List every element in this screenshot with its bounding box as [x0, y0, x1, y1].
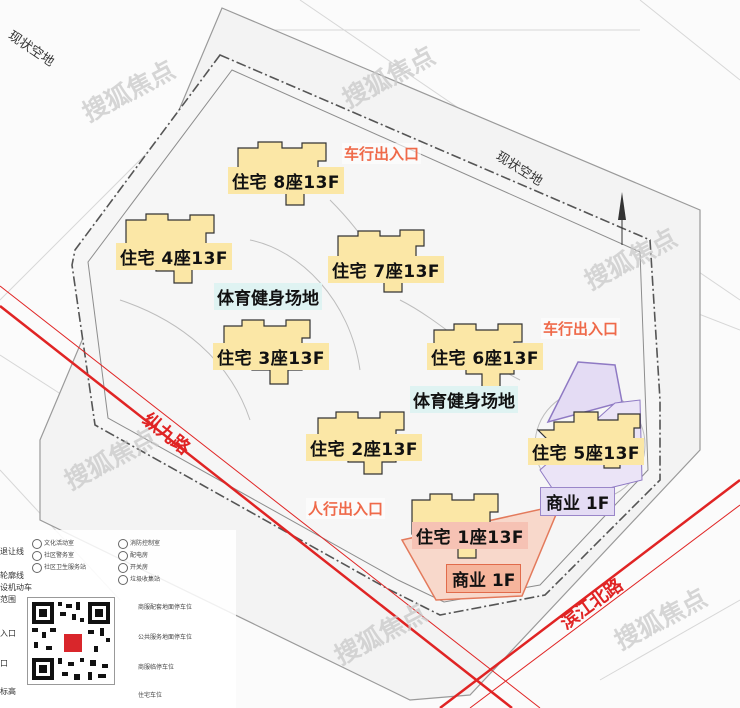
legend-side-text: 标高 [0, 687, 16, 696]
legend-item: 社区卫生服务站 [32, 562, 86, 573]
building-label-5: 住宅 5座13F [528, 438, 645, 465]
sports-area-label: 体育健身场地 [410, 386, 518, 413]
legend-side-text: 范围 [0, 595, 16, 604]
legend-item: 消防控制室 [118, 538, 160, 549]
legend-parking-item: 商服配套地面停车位 [138, 604, 193, 611]
pedestrian-entrance-label: 人行出入口 [306, 498, 386, 519]
vehicle-entrance-label: 车行出入口 [342, 143, 422, 164]
legend-item: 开关房 [118, 562, 148, 573]
legend-item: 配电房 [118, 550, 148, 561]
commercial-label-violet: 商业 1F [540, 487, 616, 516]
commercial-label-orange: 商业 1F [446, 564, 522, 593]
qr-pattern [32, 602, 110, 680]
north-arrow [618, 192, 626, 245]
legend-side-text: 退让线 [0, 547, 24, 556]
inner-fire-lane [87, 69, 649, 603]
legend-item: 文化活动室 [32, 538, 74, 549]
building-label-4: 住宅 4座13F [116, 243, 233, 270]
legend-side-text: 入口 [0, 629, 16, 638]
legend-side-text: 口 [0, 659, 8, 668]
qr-code[interactable] [27, 597, 115, 685]
building-label-8: 住宅 8座13F [228, 167, 345, 194]
building-label-7: 住宅 7座13F [328, 256, 445, 283]
legend-side-text: 轮廓线 [0, 571, 24, 580]
vehicle-entrance-label: 车行出入口 [541, 318, 621, 339]
legend-parking-item: 公共服务地面停车位 [138, 634, 193, 641]
building-label-6: 住宅 6座13F [427, 343, 544, 370]
sports-area-label: 体育健身场地 [214, 283, 322, 310]
legend-side-text: 设机动车 [0, 583, 32, 592]
qr-logo-badge [62, 632, 84, 654]
road-centerlines [0, 285, 740, 708]
building-label-2: 住宅 2座13F [306, 434, 423, 461]
building-label-1: 住宅 1座13F [412, 522, 529, 549]
legend-parking-item: 商服临停车位 [138, 664, 175, 671]
legend-parking-item: 住宅车位 [138, 692, 163, 699]
building-label-3: 住宅 3座13F [213, 343, 330, 370]
legend-item: 垃圾收集站 [118, 574, 160, 585]
legend-item: 社区警务室 [32, 550, 74, 561]
